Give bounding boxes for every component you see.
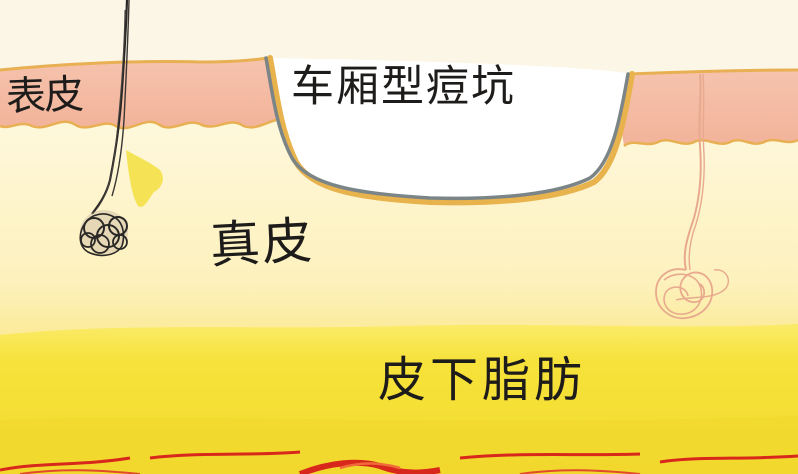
epidermis-left-bottom-border bbox=[0, 118, 277, 130]
epidermis-right-bottom-border bbox=[623, 138, 798, 148]
epidermis-label: 表皮 bbox=[5, 71, 83, 121]
hair-follicle-icon bbox=[79, 0, 130, 257]
epidermis-left-top-border bbox=[0, 56, 269, 72]
boxcar-scar-pit bbox=[268, 58, 630, 201]
subcutaneous-fat-label: 皮下脂肪 bbox=[378, 352, 587, 408]
dermis-label: 真皮 bbox=[208, 211, 316, 275]
epidermis-right bbox=[620, 70, 798, 146]
scar-outline-yellow bbox=[267, 55, 635, 206]
sweat-gland-icon bbox=[655, 73, 730, 320]
boxcar-scar-label: 车厢型痘坑 bbox=[291, 62, 516, 112]
sebaceous-gland-icon bbox=[126, 150, 163, 207]
epidermis-right-top-border bbox=[629, 68, 798, 76]
blood-vessel-icon bbox=[0, 450, 798, 474]
scar-outline-grey bbox=[264, 56, 630, 201]
epidermis-left bbox=[0, 58, 276, 129]
fat-lower-shade bbox=[0, 416, 798, 474]
